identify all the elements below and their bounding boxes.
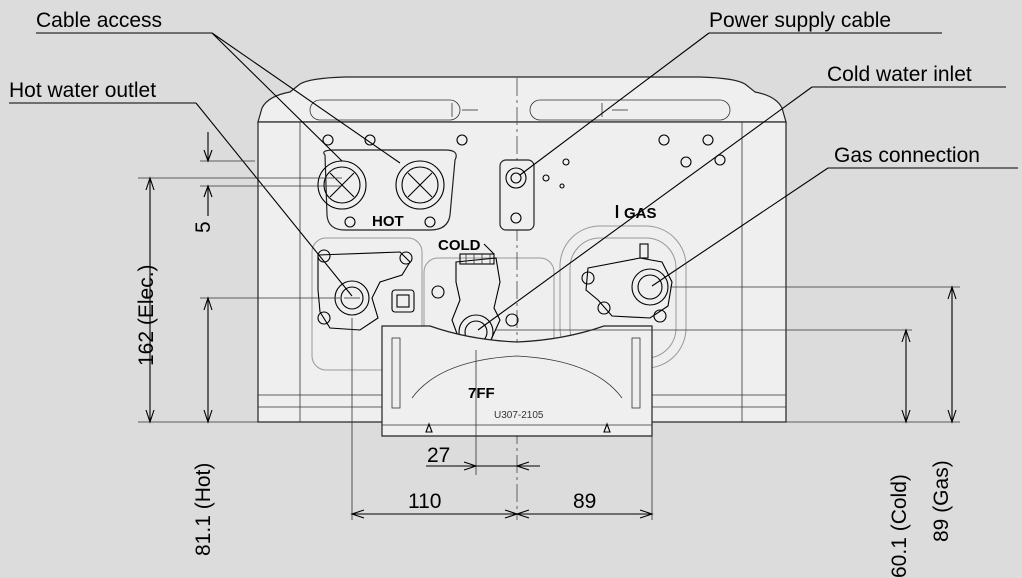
top-right-screws	[658, 134, 726, 168]
dim-110: 110	[408, 490, 441, 513]
cold-water-inlet-label: Cold water inlet	[827, 63, 972, 86]
gas-marking: GAS	[624, 205, 657, 222]
cable-access-label: Cable access	[36, 9, 162, 32]
dimension-lines	[138, 132, 960, 520]
bottom-plate: 7FF U307-2105	[381, 325, 653, 437]
dim-162-elec: 162 (Elec.)	[135, 264, 158, 366]
cable-access-plate: HOT	[317, 134, 468, 231]
dim-27: 27	[427, 444, 450, 467]
hot-marking: HOT	[372, 213, 404, 230]
dim-81-1-hot: 81.1 (Hot)	[192, 463, 215, 556]
power-cable-gland	[499, 158, 570, 231]
dim-89: 89	[573, 490, 596, 513]
dim-89-gas: 89 (Gas)	[930, 460, 953, 542]
power-supply-cable-label: Power supply cable	[709, 9, 891, 32]
gas-fitting	[581, 243, 673, 323]
cold-marking: COLD	[438, 237, 481, 254]
dimension-values: 5 162 (Elec.) 81.1 (Hot) 60.1 (Cold) 89 …	[135, 221, 953, 578]
callouts: Cable access Power supply cable Hot wate…	[9, 9, 1018, 331]
hot-water-outlet-label: Hot water outlet	[9, 79, 156, 102]
hot-water-fitting	[317, 249, 415, 331]
cold-water-fitting: COLD	[431, 237, 519, 350]
center-marking: 7FF	[468, 385, 495, 402]
dim-60-1-cold: 60.1 (Cold)	[888, 474, 911, 578]
bottom-plate-marking: U307-2105	[494, 410, 544, 421]
dim-5: 5	[192, 221, 215, 233]
gas-connection-label: Gas connection	[834, 144, 980, 167]
